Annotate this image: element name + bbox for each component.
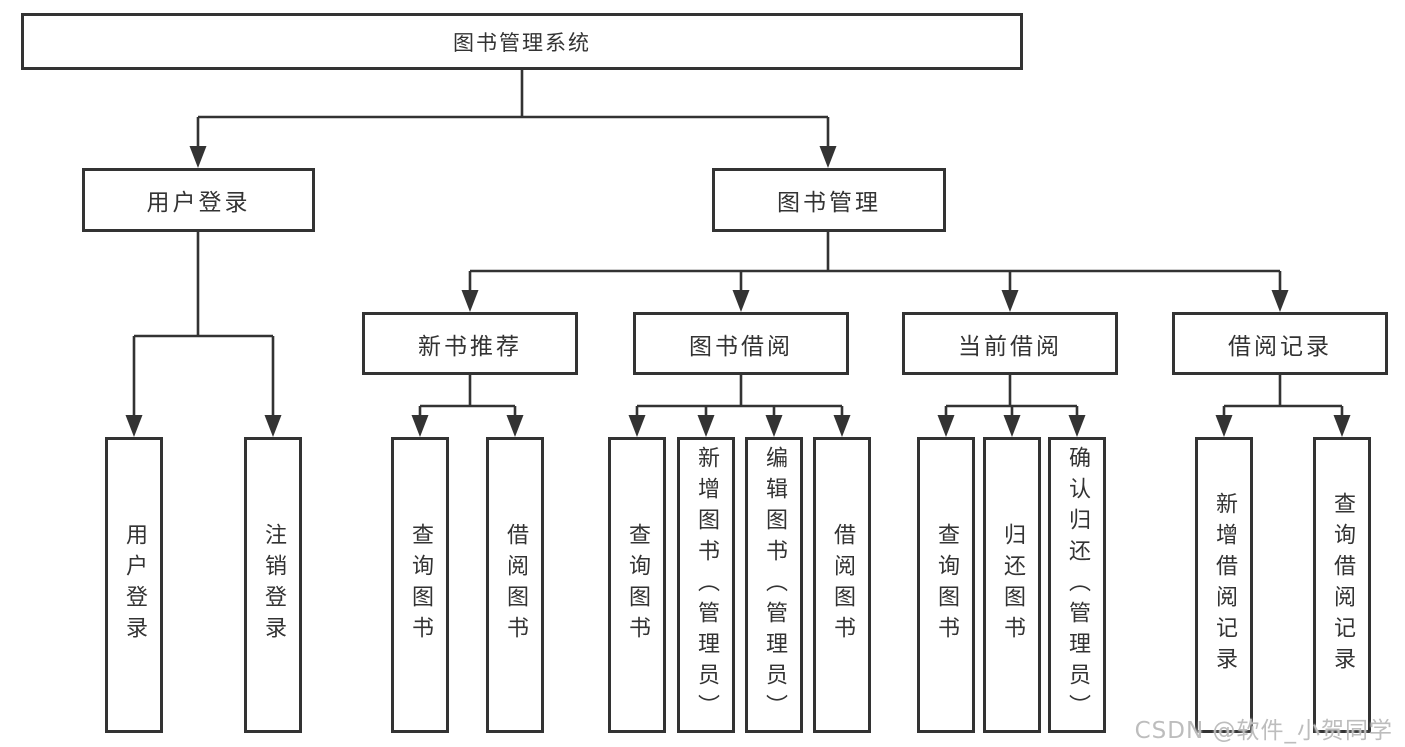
node-book-borrowing-label: 图书借阅 [689, 333, 793, 360]
leaf-query-books-recommend-label: 查询图书 [408, 523, 433, 647]
leaf-query-books-recommend: 查询图书 [391, 437, 449, 733]
leaf-query-borrow-record: 查询借阅记录 [1313, 437, 1371, 733]
leaf-confirm-return-admin: 确认归还（管理员） [1048, 437, 1106, 733]
node-borrowing-records: 借阅记录 [1172, 312, 1388, 375]
leaf-query-books-borrow: 查询图书 [608, 437, 666, 733]
leaf-add-borrow-record: 新增借阅记录 [1195, 437, 1253, 733]
node-root-system: 图书管理系统 [21, 13, 1023, 70]
leaf-borrow-books-recommend: 借阅图书 [486, 437, 544, 733]
leaf-return-books-label: 归还图书 [1000, 523, 1025, 647]
node-new-book-recommendation-label: 新书推荐 [418, 333, 522, 360]
node-user-login-label: 用户登录 [146, 190, 251, 216]
leaf-edit-books-admin: 编辑图书（管理员） [745, 437, 803, 733]
leaf-query-books-borrow-label: 查询图书 [625, 523, 650, 647]
node-root-label: 图书管理系统 [453, 30, 591, 55]
node-book-management: 图书管理 [712, 168, 946, 232]
leaf-add-books-admin: 新增图书（管理员） [677, 437, 735, 733]
leaf-add-borrow-record-label: 新增借阅记录 [1212, 492, 1237, 678]
node-book-management-label: 图书管理 [777, 190, 881, 216]
node-new-book-recommendation: 新书推荐 [362, 312, 578, 375]
leaf-add-books-admin-label: 新增图书（管理员） [694, 445, 719, 725]
leaf-query-books-current: 查询图书 [917, 437, 975, 733]
leaf-logout-label: 注销登录 [261, 523, 286, 647]
node-current-borrowing: 当前借阅 [902, 312, 1118, 375]
leaf-return-books: 归还图书 [983, 437, 1041, 733]
leaf-query-books-current-label: 查询图书 [934, 523, 959, 647]
leaf-borrow-books-label: 借阅图书 [830, 523, 855, 647]
leaf-borrow-books-recommend-label: 借阅图书 [503, 523, 528, 647]
leaf-borrow-books: 借阅图书 [813, 437, 871, 733]
leaf-query-borrow-record-label: 查询借阅记录 [1330, 492, 1355, 678]
leaf-confirm-return-admin-label: 确认归还（管理员） [1065, 445, 1090, 725]
node-user-login: 用户登录 [82, 168, 315, 232]
leaf-logout: 注销登录 [244, 437, 302, 733]
leaf-edit-books-admin-label: 编辑图书（管理员） [762, 445, 787, 725]
node-book-borrowing: 图书借阅 [633, 312, 849, 375]
node-current-borrowing-label: 当前借阅 [958, 333, 1062, 360]
csdn-watermark: CSDN @软件_小贺同学 [1134, 718, 1393, 744]
leaf-user-login: 用户登录 [105, 437, 163, 733]
node-borrowing-records-label: 借阅记录 [1228, 333, 1332, 360]
leaf-user-login-label: 用户登录 [122, 523, 147, 647]
